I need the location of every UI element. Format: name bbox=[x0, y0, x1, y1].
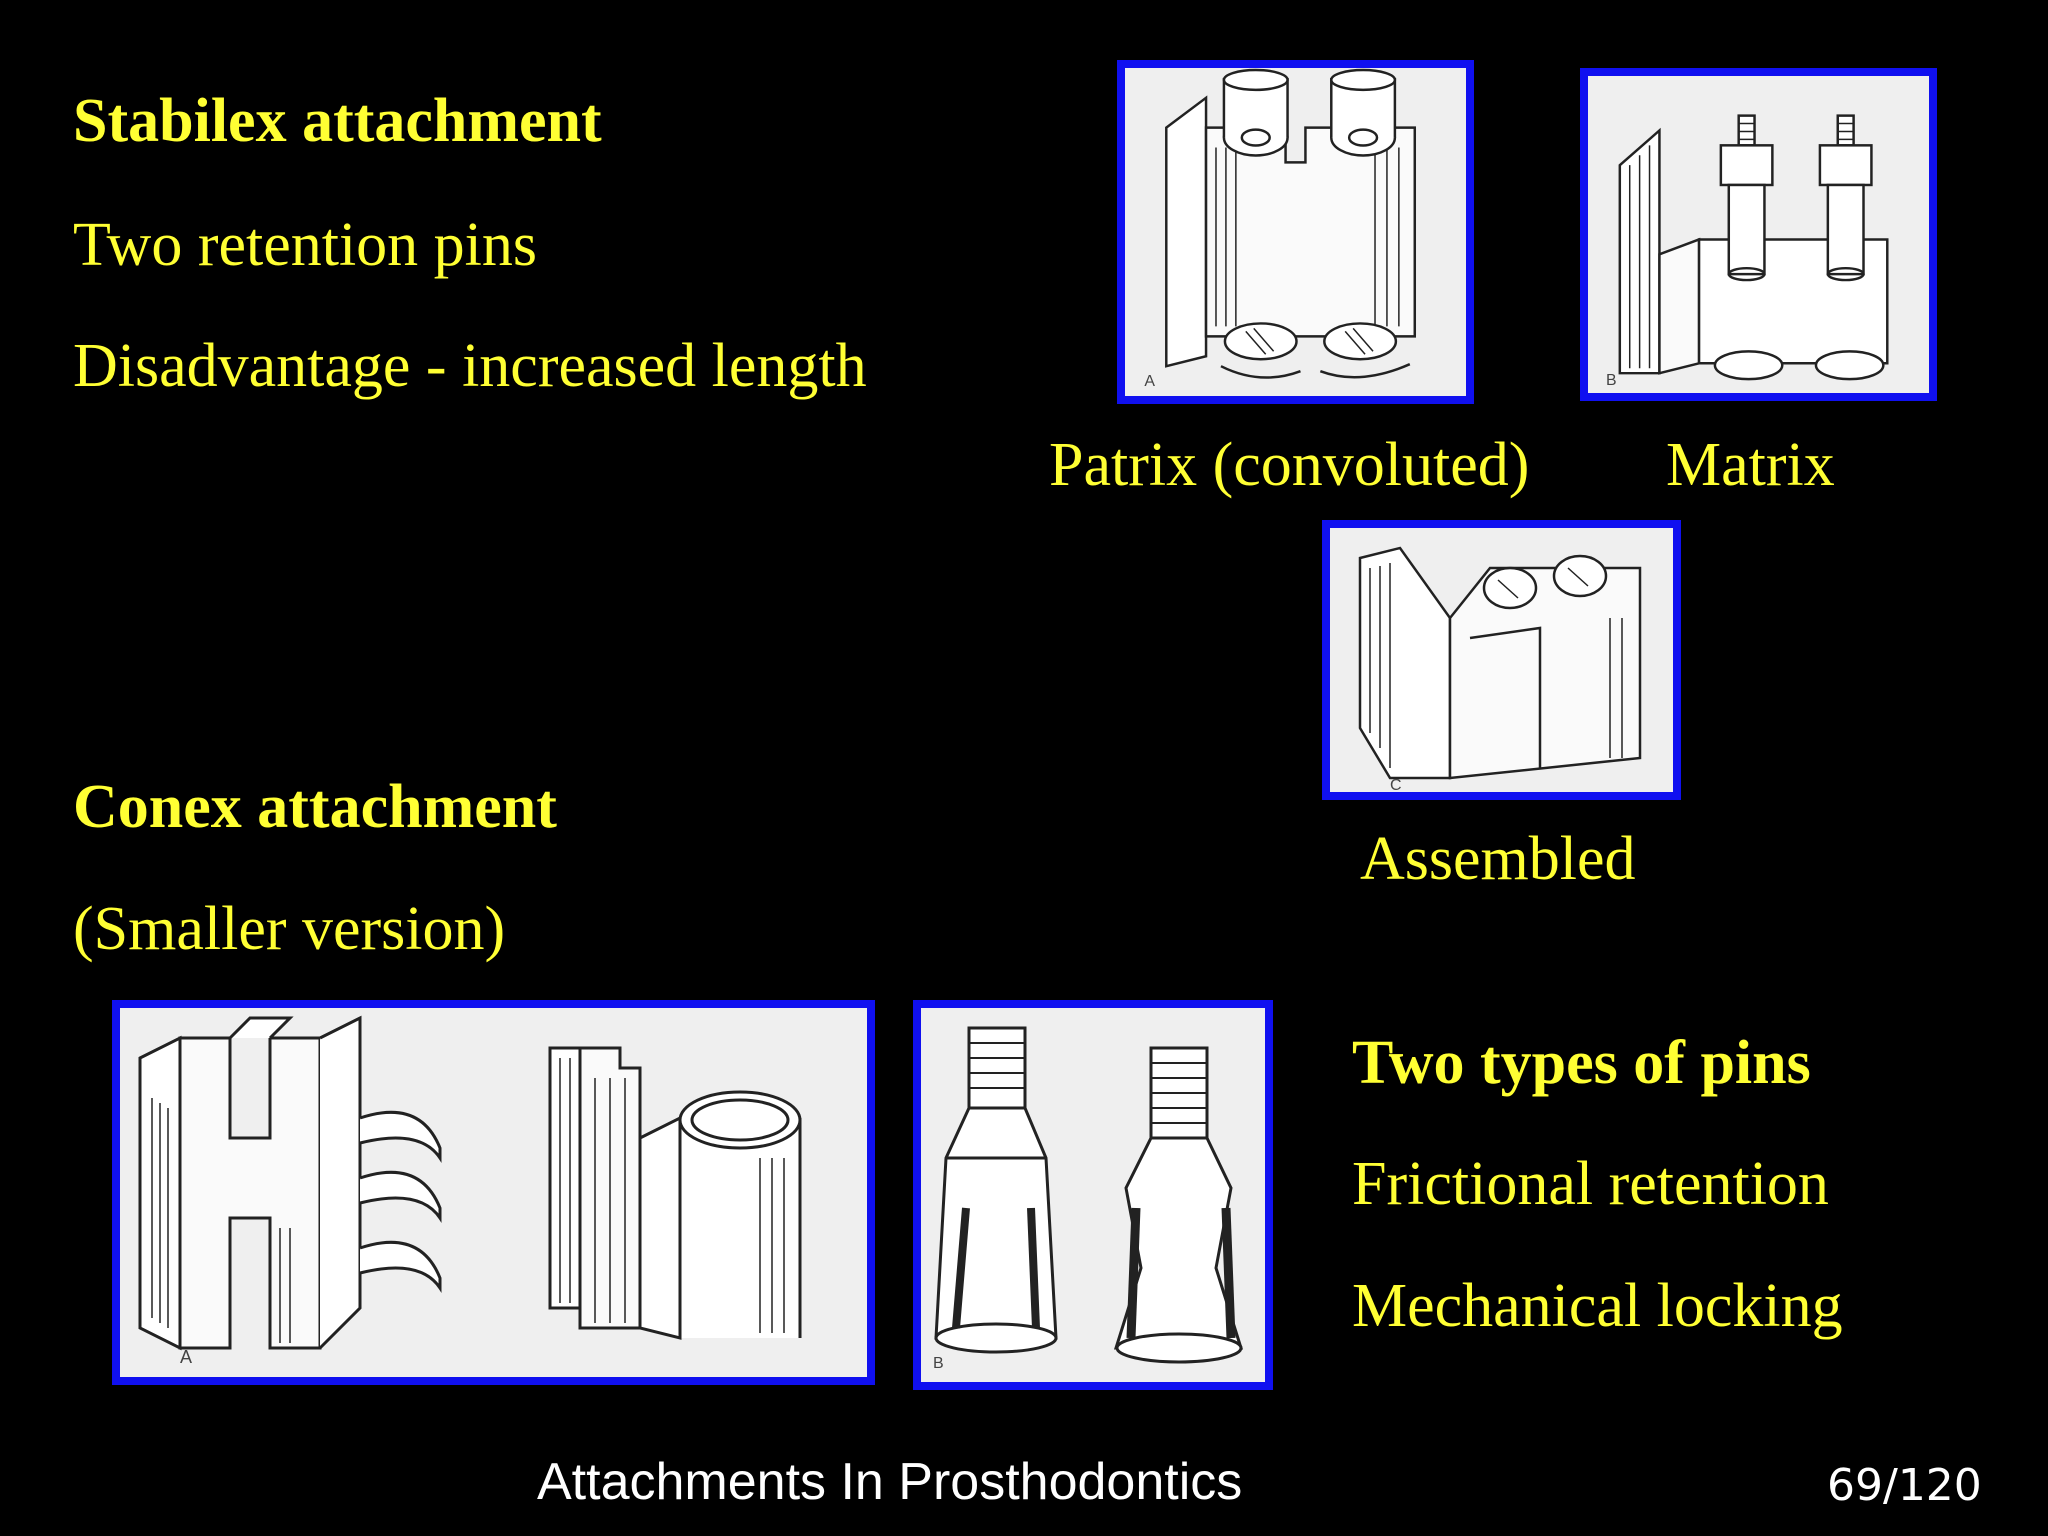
conex-drawing: A bbox=[138, 1015, 802, 1367]
page-number: 69/120 bbox=[1827, 1460, 1982, 1511]
stabilex-line-disadvantage: Disadvantage - increased length bbox=[73, 332, 867, 400]
matrix-drawing: B bbox=[1606, 114, 1889, 389]
assembled-letter: C bbox=[1390, 777, 1402, 792]
patrix-figure: A bbox=[1117, 60, 1474, 404]
conex-line-smaller-version: (Smaller version) bbox=[73, 895, 506, 963]
conex-letter: A bbox=[180, 1347, 192, 1367]
matrix-letter: B bbox=[1606, 372, 1617, 389]
stabilex-heading: Stabilex attachment bbox=[73, 87, 602, 155]
stabilex-line-retention-pins: Two retention pins bbox=[73, 211, 538, 279]
matrix-figure: B bbox=[1580, 68, 1937, 401]
conex-heading: Conex attachment bbox=[73, 773, 557, 841]
patrix-letter: A bbox=[1144, 373, 1155, 390]
pins-figure: B bbox=[913, 1000, 1273, 1390]
pins-line-mechanical: Mechanical locking bbox=[1352, 1272, 1843, 1340]
patrix-drawing: A bbox=[1144, 68, 1417, 390]
pins-line-frictional: Frictional retention bbox=[1352, 1150, 1829, 1218]
caption-assembled: Assembled bbox=[1360, 825, 1636, 893]
footer-title: Attachments In Prosthodontics bbox=[537, 1453, 1243, 1511]
caption-matrix: Matrix bbox=[1666, 431, 1835, 499]
assembled-drawing: C bbox=[1358, 546, 1642, 792]
pins-heading: Two types of pins bbox=[1352, 1029, 1811, 1097]
caption-patrix: Patrix (convoluted) bbox=[1049, 431, 1530, 499]
assembled-figure: C bbox=[1322, 520, 1681, 800]
pins-letter: B bbox=[933, 1355, 944, 1372]
conex-figure: A bbox=[112, 1000, 875, 1385]
pins-drawing: B bbox=[933, 1026, 1244, 1372]
